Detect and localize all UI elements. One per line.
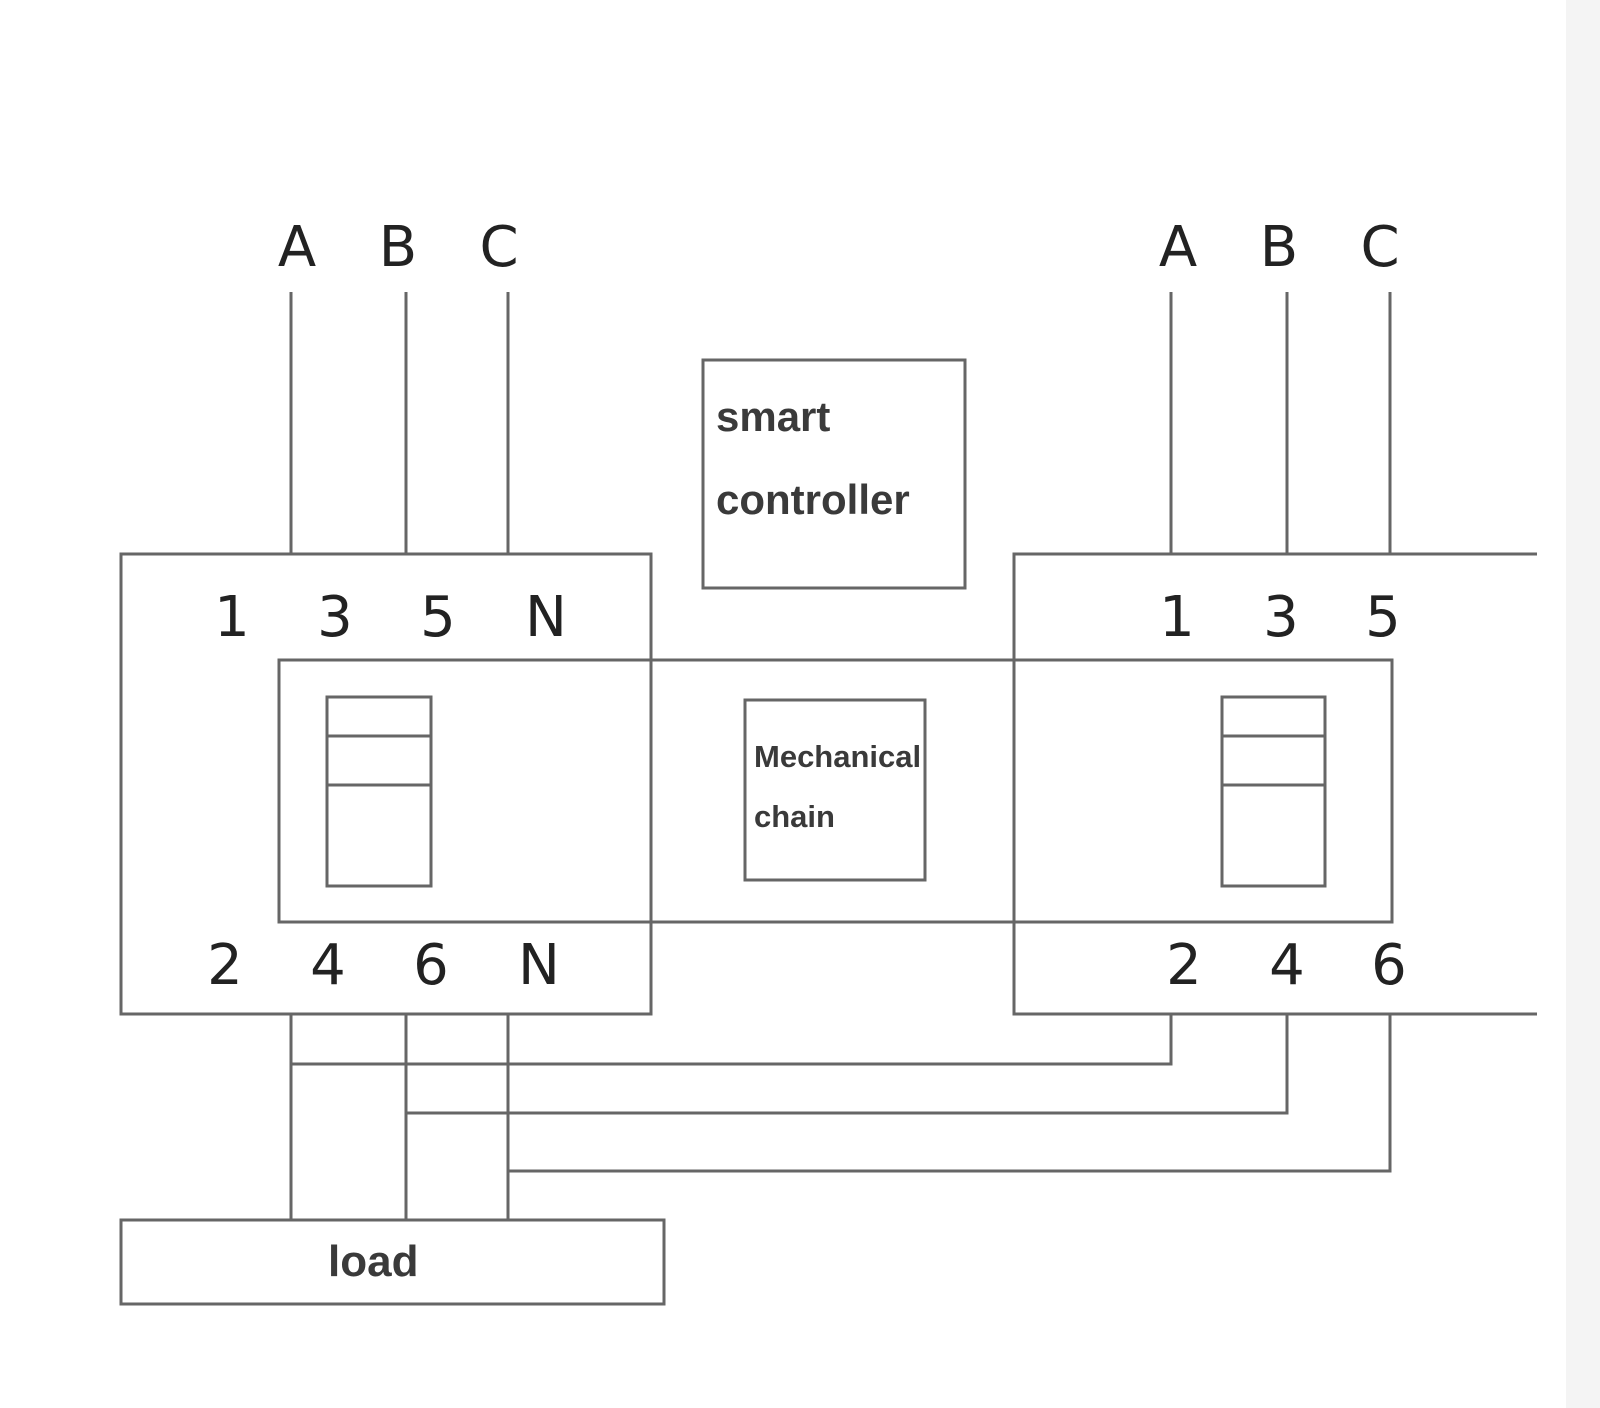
tie-wire-6 (508, 1014, 1392, 1173)
switch1-terminal-2: 2 (207, 933, 243, 998)
source2-phase-c: C (1360, 215, 1399, 280)
mechanical-chain-label-line2: chain (754, 799, 835, 834)
switch2-terminal-4: 4 (1269, 933, 1305, 998)
switch2-handle (1220, 695, 1327, 888)
switch1-terminal-5: 5 (420, 585, 456, 650)
operating-frame (277, 658, 1394, 924)
switch2-terminal-6: 6 (1371, 933, 1407, 998)
switch1-terminal-n-top: N (525, 585, 567, 650)
source1-phase-c: C (479, 215, 518, 280)
smart-controller-box (701, 358, 967, 590)
source1-incoming-lines (289, 292, 510, 554)
source2-phase-a: A (1159, 215, 1197, 280)
switch1: 1 3 5 N 2 4 6 N (119, 552, 653, 1016)
output-wiring (289, 1014, 1392, 1220)
source2-phase-b: B (1260, 215, 1298, 280)
mechanical-chain-label-line1: Mechanical (754, 739, 921, 774)
smart-controller-label-line2: controller (716, 476, 910, 523)
switch2-terminal-3: 3 (1263, 585, 1299, 650)
source1-phase-b: B (379, 215, 417, 280)
switch2-terminal-2: 2 (1166, 933, 1202, 998)
switch1-handle (325, 695, 433, 888)
page-edge-strip (1566, 0, 1600, 1408)
switch2-terminal-1: 1 (1159, 585, 1195, 650)
switch1-terminal-1: 1 (214, 585, 250, 650)
load-box (119, 1218, 666, 1306)
mechanical-chain-box (743, 698, 927, 882)
switch1-terminal-6: 6 (413, 933, 449, 998)
mechanical-chain: Mechanical chain (743, 698, 927, 882)
load-label: load (328, 1237, 418, 1286)
switch1-terminal-3: 3 (317, 585, 353, 650)
switch2: 1 3 5 2 4 6 (1012, 552, 1537, 1016)
switch1-terminal-4: 4 (310, 933, 346, 998)
source2-incoming-lines (1169, 292, 1392, 554)
smart-controller: smart controller (701, 358, 967, 590)
source2-phase-labels: A B C (1159, 215, 1400, 280)
source1-phase-labels: A B C (278, 215, 519, 280)
tie-wire-2 (291, 1014, 1173, 1066)
smart-controller-label-line1: smart (716, 393, 830, 440)
load: load (119, 1218, 666, 1306)
switch2-handle-body (1220, 695, 1327, 888)
source1-phase-a: A (278, 215, 316, 280)
tie-wire-4 (406, 1014, 1289, 1115)
switch1-terminal-n-bottom: N (518, 933, 560, 998)
switch1-handle-body (325, 695, 433, 888)
switch2-terminal-5: 5 (1365, 585, 1401, 650)
